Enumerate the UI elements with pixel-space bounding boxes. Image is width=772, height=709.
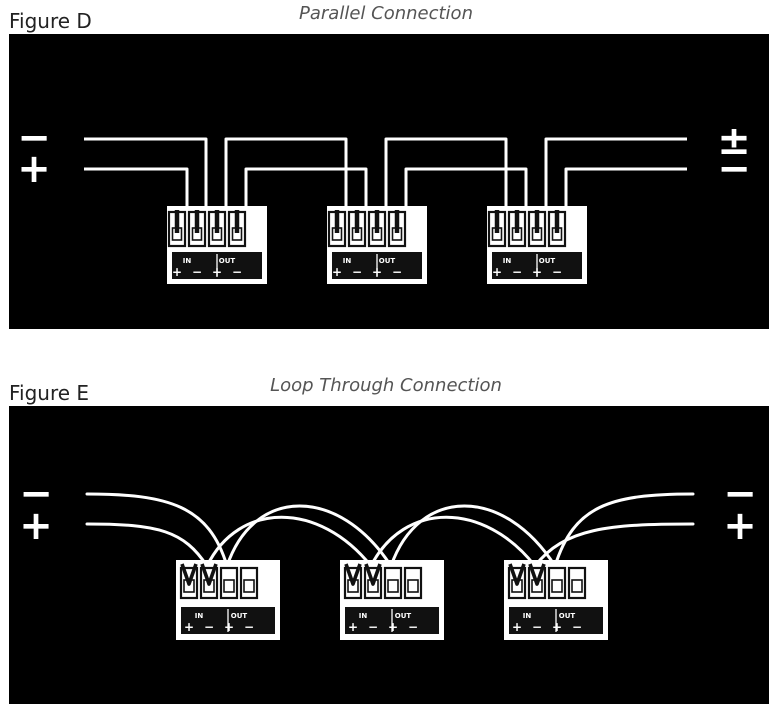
terminal-sign: + xyxy=(372,265,382,279)
right-plus-sign: + xyxy=(723,503,757,549)
terminal-slot xyxy=(507,210,527,248)
figure-e-caption: Loop Through Connection xyxy=(270,375,502,396)
terminal-slot xyxy=(383,566,403,600)
terminal-group-label: IN xyxy=(503,257,512,265)
loop-through-connection-diagram: IN+−OUT+−IN+−OUT+−IN+−OUT+− − + − + xyxy=(9,406,769,704)
terminal-group-label: OUT xyxy=(559,612,576,620)
terminal-sign: − xyxy=(512,265,522,279)
terminal-slot xyxy=(363,563,383,600)
wire-minus-link-1-2 xyxy=(224,137,348,234)
terminal-slot xyxy=(187,210,207,248)
terminal-sign: + xyxy=(184,620,194,634)
terminal-slot xyxy=(547,210,567,248)
wires xyxy=(85,492,695,568)
figure-e-label: Figure E xyxy=(9,381,90,405)
terminal-slot xyxy=(347,210,367,248)
terminal-slot xyxy=(547,566,567,600)
left-plus-sign: + xyxy=(17,146,51,192)
terminal-sign: − xyxy=(408,620,418,634)
left-minus-sign: − xyxy=(19,471,53,517)
terminal-group-label: IN xyxy=(343,257,352,265)
wire-minus-out-3 xyxy=(553,492,695,568)
terminal-sign: − xyxy=(368,620,378,634)
terminal-group-label: OUT xyxy=(395,612,412,620)
terminal-sign: − xyxy=(244,620,254,634)
terminal-slot xyxy=(527,563,547,600)
terminal-sign: + xyxy=(532,265,542,279)
wire-plus-link-1-2 xyxy=(205,515,373,568)
terminal-block-3: IN+−OUT+− xyxy=(504,560,608,640)
terminal-slot xyxy=(239,566,259,600)
wire-minus-out-3 xyxy=(544,137,687,234)
terminal-sign: + xyxy=(552,620,562,634)
terminal-sign: − xyxy=(192,265,202,279)
terminal-slot xyxy=(343,563,363,600)
terminal-slot xyxy=(403,566,423,600)
terminal-sign: + xyxy=(224,620,234,634)
diagram-background xyxy=(9,34,769,329)
terminal-slot xyxy=(367,210,387,248)
left-plus-sign: + xyxy=(19,503,53,549)
terminal-sign: + xyxy=(332,265,342,279)
terminal-block-2: IN+−OUT+− xyxy=(327,206,427,284)
terminal-slot xyxy=(199,563,219,600)
terminal-slot xyxy=(327,210,347,248)
terminal-sign: + xyxy=(512,620,522,634)
terminal-sign: − xyxy=(532,620,542,634)
wire-plus-in-1 xyxy=(85,522,209,568)
wire-minus-link-2-3 xyxy=(384,137,508,234)
terminal-block-2: IN+−OUT+− xyxy=(340,560,444,640)
wire-minus-in-1 xyxy=(84,137,208,234)
terminal-group-label: IN xyxy=(359,612,368,620)
terminal-block-3: IN+−OUT+− xyxy=(487,206,587,284)
terminal-sign: + xyxy=(212,265,222,279)
terminal-sign: + xyxy=(172,265,182,279)
right-minus-sign: − xyxy=(723,471,757,517)
terminal-group-label: OUT xyxy=(539,257,556,265)
wire-minus-link-2-3 xyxy=(389,504,557,568)
terminal-group-label: IN xyxy=(195,612,204,620)
terminal-sign: + xyxy=(388,620,398,634)
terminal-sign: − xyxy=(232,265,242,279)
terminal-slot xyxy=(179,563,199,600)
terminal-slot xyxy=(527,210,547,248)
wire-minus-link-1-2 xyxy=(225,504,393,568)
figure-d-label: Figure D xyxy=(9,9,92,33)
diagram-background xyxy=(9,406,769,704)
terminal-group-label: IN xyxy=(523,612,532,620)
terminal-group-label: IN xyxy=(183,257,192,265)
terminal-slot xyxy=(167,210,187,248)
terminal-sign: + xyxy=(348,620,358,634)
terminal-sign: − xyxy=(552,265,562,279)
terminal-slot xyxy=(219,566,239,600)
right-minus-sign: − xyxy=(717,146,751,192)
wire-plus-link-1-2 xyxy=(244,167,368,234)
figure-d-caption: Parallel Connection xyxy=(299,3,473,24)
terminal-slot xyxy=(487,210,507,248)
wire-plus-link-2-3 xyxy=(369,515,537,568)
terminal-slot xyxy=(507,563,527,600)
terminal-sign: + xyxy=(492,265,502,279)
parallel-connection-diagram: IN+−OUT+−IN+−OUT+−IN+−OUT+− − + ± − xyxy=(9,34,769,329)
terminal-group-label: OUT xyxy=(379,257,396,265)
terminal-block-1: IN+−OUT+− xyxy=(176,560,280,640)
terminal-sign: − xyxy=(204,620,214,634)
right-plus-minus-sign: ± xyxy=(717,118,751,164)
terminal-sign: − xyxy=(572,620,582,634)
terminal-group-label: OUT xyxy=(231,612,248,620)
wire-plus-link-2-3 xyxy=(404,167,528,234)
terminal-slot xyxy=(207,210,227,248)
terminal-sign: − xyxy=(352,265,362,279)
terminal-slot xyxy=(387,210,407,248)
terminal-blocks: IN+−OUT+−IN+−OUT+−IN+−OUT+− xyxy=(176,560,608,640)
terminal-blocks: IN+−OUT+−IN+−OUT+−IN+−OUT+− xyxy=(167,206,587,284)
wire-plus-out-3 xyxy=(533,522,695,568)
terminal-block-1: IN+−OUT+− xyxy=(167,206,267,284)
left-minus-sign: − xyxy=(17,115,51,161)
terminal-sign: − xyxy=(392,265,402,279)
terminal-slot xyxy=(567,566,587,600)
terminal-slot xyxy=(227,210,247,248)
terminal-group-label: OUT xyxy=(219,257,236,265)
